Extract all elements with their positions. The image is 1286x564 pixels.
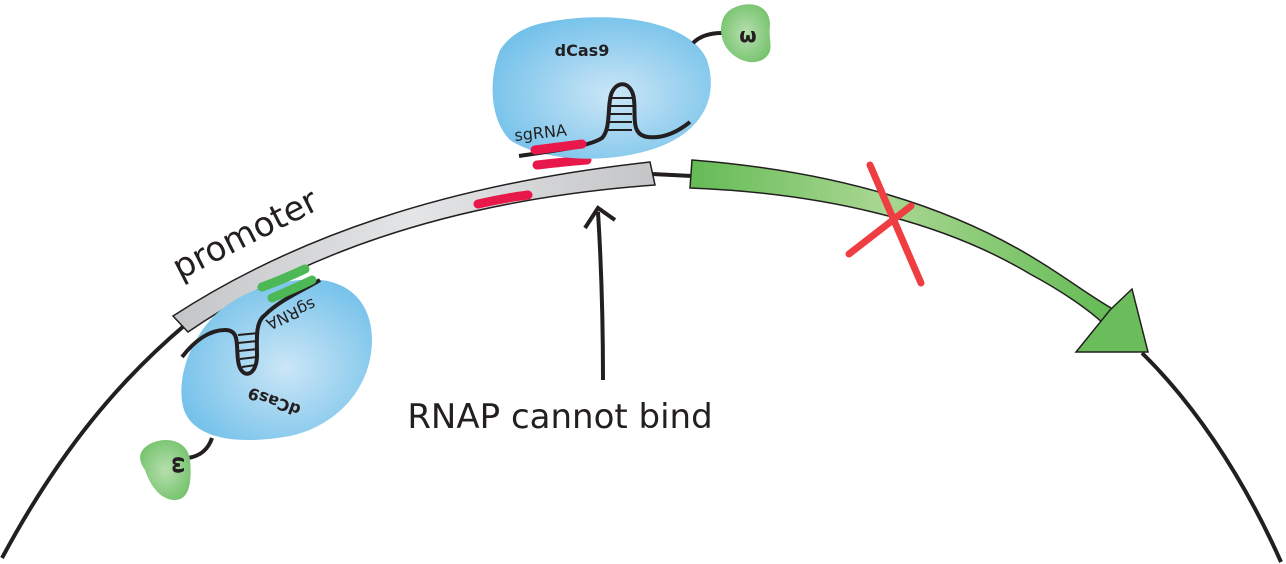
rnap-arrow-shaft bbox=[596, 211, 605, 381]
bottom-linker bbox=[187, 437, 214, 460]
bottom-dcas9-complex: ω dCas9 sgRNA bbox=[140, 264, 372, 500]
blocked-transcription-x-icon bbox=[845, 161, 925, 287]
dna-backbone-middle bbox=[651, 172, 693, 178]
top-omega-subunit bbox=[721, 4, 771, 63]
dna-backbone-right bbox=[1140, 351, 1283, 563]
dna-backbone-left bbox=[0, 323, 187, 559]
top-linker bbox=[691, 31, 723, 45]
bottom-omega-label: ω bbox=[168, 456, 192, 473]
target-site-promoter-lower bbox=[473, 190, 533, 209]
gene-arrow-head bbox=[1074, 287, 1149, 353]
top-hairpin-rungs bbox=[607, 97, 633, 131]
bottom-sgrna-strand bbox=[180, 278, 322, 376]
bottom-sgrna-target-site bbox=[267, 275, 317, 303]
rnap-annotation: RNAP cannot bind bbox=[407, 397, 712, 437]
top-sgrna-target-site bbox=[530, 139, 587, 155]
bottom-omega-subunit bbox=[140, 440, 191, 500]
top-sgrna-strand bbox=[518, 82, 692, 158]
bottom-promoter-site bbox=[257, 264, 310, 292]
top-dcas9-complex: ω dCas9 sgRNA bbox=[492, 4, 771, 159]
target-site-promoter-upper bbox=[532, 155, 592, 170]
top-dcas9-label: dCas9 bbox=[555, 41, 610, 60]
top-dcas9-body bbox=[492, 17, 711, 159]
bottom-hairpin-rungs bbox=[237, 332, 260, 368]
bottom-dcas9-body bbox=[181, 279, 372, 441]
top-omega-label: ω bbox=[739, 23, 756, 47]
rnap-arrowhead-icon bbox=[583, 205, 617, 230]
